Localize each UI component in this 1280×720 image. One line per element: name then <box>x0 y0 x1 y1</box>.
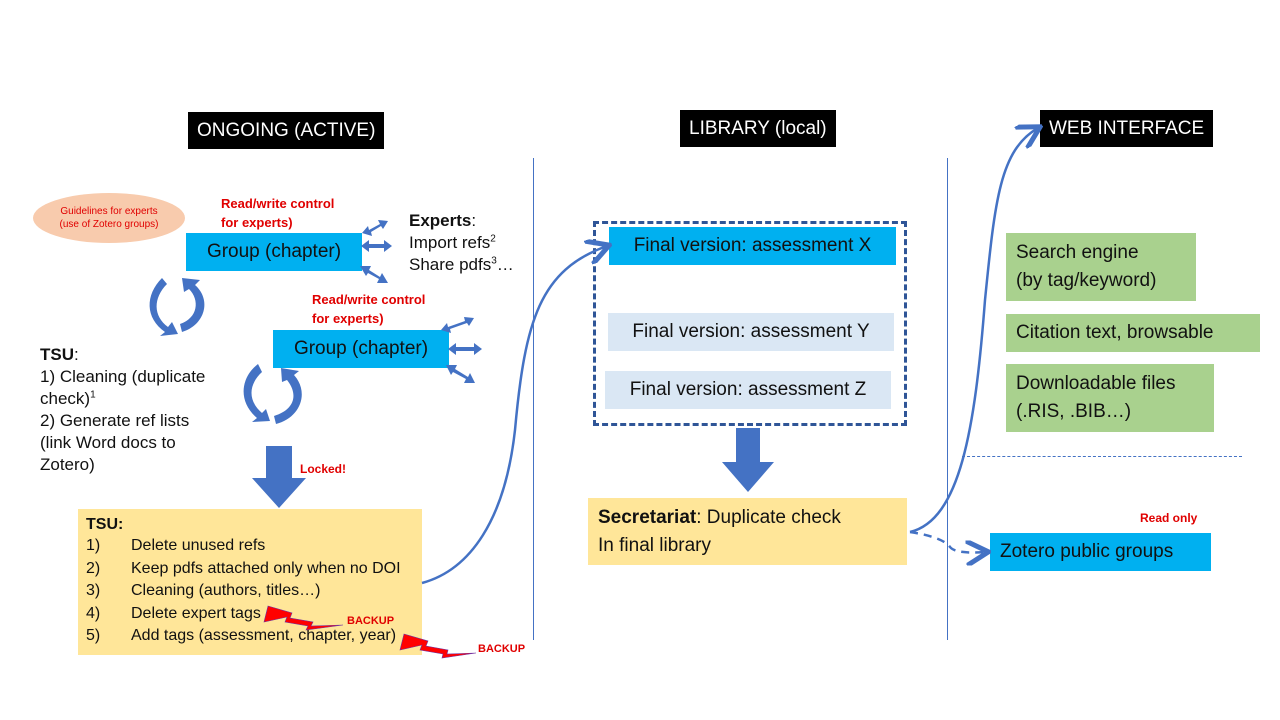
final-version-z: Final version: assessment Z <box>605 371 891 409</box>
tsu-notes-colon: : <box>74 345 79 364</box>
rw-control-label-2: Read/write control for experts) <box>312 290 425 328</box>
task-text: Delete unused refs <box>131 537 266 554</box>
tsu-box-title: TSU: <box>86 516 124 533</box>
section-separator <box>962 456 1242 457</box>
read-only-label: Read only <box>1140 511 1198 525</box>
rw-control-label-1: Read/write control for experts) <box>221 194 334 232</box>
experts-title: Experts <box>409 211 472 230</box>
task-number: 2) <box>86 559 101 577</box>
rw-control-1-line-1: Read/write control <box>221 196 335 211</box>
tsu-notes-line-1: 1) Cleaning (duplicate <box>40 367 206 386</box>
tsu-task-item: 2) Keep pdfs attached only when no DOI <box>86 558 422 581</box>
tsu-task-box: TSU: 1) Delete unused refs 2) Keep pdfs at… <box>78 509 422 655</box>
footnote-2: 2 <box>490 233 496 245</box>
tsu-task-item: 3) Cleaning (authors, titles…) <box>86 580 422 603</box>
experts-note: Experts: Import refs2 Share pdfs3… <box>409 210 514 276</box>
tsu-task-list: 1) Delete unused refs 2) Keep pdfs attache… <box>86 535 422 648</box>
task-number: 5) <box>86 627 101 644</box>
final-version-x: Final version: assessment X <box>609 227 896 265</box>
tsu-notes-title: TSU <box>40 345 74 364</box>
rw-control-1-line-2: for experts) <box>221 215 293 230</box>
secretariat-box: Secretariat: Duplicate check In final li… <box>588 498 907 565</box>
downloadable-line-1: Downloadable files <box>1016 373 1176 394</box>
locked-label: Locked! <box>300 462 347 476</box>
tsu-notes-line-4: (link Word docs to <box>40 433 176 452</box>
connector-tsu-to-final <box>421 246 607 585</box>
tsu-notes: TSU: 1) Cleaning (duplicate check)1 2) G… <box>40 344 205 476</box>
footnote-1: 1 <box>90 389 96 401</box>
task-text: Add tags (assessment, chapter, year) <box>131 627 397 644</box>
tsu-task-item: 5) Add tags (assessment, chapter, year) <box>86 625 422 648</box>
group-chapter-box-2: Group (chapter) <box>273 330 449 368</box>
column-header-library: LIBRARY (local) <box>680 110 836 147</box>
feature-downloadable-files: Downloadable files (.RIS, .BIB…) <box>1006 364 1214 432</box>
task-number: 4) <box>86 604 101 622</box>
group-chapter-box-1: Group (chapter) <box>186 233 362 271</box>
experts-ellipsis: … <box>496 255 514 274</box>
downloadable-line-2: (.RIS, .BIB…) <box>1016 401 1132 422</box>
rw-control-2-line-2: for experts) <box>312 311 384 326</box>
task-number: 3) <box>86 582 101 599</box>
cycle-arrows-icon-1 <box>149 278 205 336</box>
secretariat-task: : Duplicate check <box>696 507 841 528</box>
down-arrow-locked-icon <box>252 446 306 508</box>
double-arrows-icon-1 <box>360 220 392 283</box>
experts-line-1: Import refs <box>409 233 491 252</box>
cycle-arrows-icon-2 <box>243 364 302 424</box>
backup-label-2: BACKUP <box>478 643 526 655</box>
task-text: Delete expert tags <box>131 604 261 622</box>
task-number: 1) <box>86 537 101 554</box>
column-divider-1 <box>533 158 534 640</box>
column-header-ongoing: ONGOING (ACTIVE) <box>188 112 385 149</box>
tsu-notes-line-3: 2) Generate ref lists <box>40 411 190 430</box>
rw-control-2-line-1: Read/write control <box>312 292 426 307</box>
search-engine-line-2: (by tag/keyword) <box>1016 270 1157 291</box>
guidelines-line-2: (use of Zotero groups) <box>59 219 159 230</box>
zotero-public-groups: Zotero public groups <box>990 533 1211 571</box>
experts-line-2: Share pdfs <box>409 255 492 274</box>
secretariat-title: Secretariat <box>598 507 697 528</box>
secretariat-line-2: In final library <box>598 535 711 556</box>
feature-citation-text: Citation text, browsable <box>1006 314 1260 352</box>
guidelines-line-1: Guidelines for experts <box>60 206 158 217</box>
feature-search-engine: Search engine (by tag/keyword) <box>1006 233 1196 301</box>
down-arrow-library-icon <box>722 428 774 492</box>
task-text: Keep pdfs attached only when no DOI <box>131 559 401 577</box>
connector-secretariat-to-public <box>909 530 986 552</box>
guidelines-oval: Guidelines for experts (use of Zotero gr… <box>33 193 185 243</box>
tsu-task-item: 4) Delete expert tags <box>86 603 422 626</box>
task-text: Cleaning (authors, titles…) <box>131 582 321 599</box>
final-version-y: Final version: assessment Y <box>608 313 894 351</box>
tsu-notes-line-2: check) <box>40 389 91 408</box>
experts-colon: : <box>471 211 477 230</box>
tsu-task-item: 1) Delete unused refs <box>86 535 422 558</box>
tsu-notes-line-5: Zotero) <box>40 455 95 474</box>
search-engine-line-1: Search engine <box>1016 242 1139 263</box>
column-divider-2 <box>947 158 948 640</box>
column-header-web: WEB INTERFACE <box>1040 110 1214 147</box>
backup-label-1: BACKUP <box>347 615 395 627</box>
